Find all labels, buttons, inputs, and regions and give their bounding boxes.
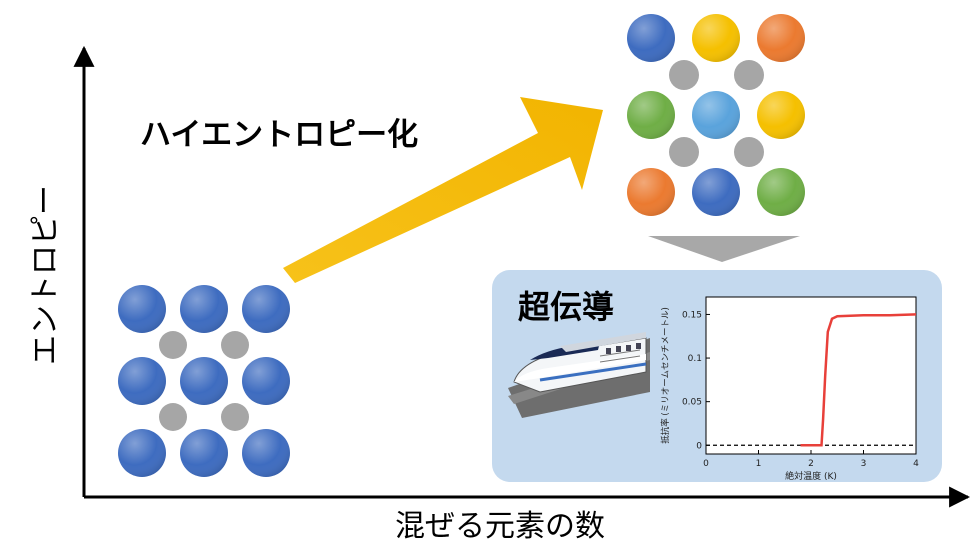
atom-shading bbox=[242, 357, 290, 405]
y-tick-label: 0 bbox=[696, 441, 702, 451]
gray-atom bbox=[734, 60, 764, 90]
atom-shading bbox=[242, 285, 290, 333]
x-tick-label: 2 bbox=[808, 459, 814, 469]
gray-atom bbox=[221, 403, 249, 431]
resistivity-chart: 0 1 2 3 4 0 0.05 0.1 0.15 絶対温度 (K) 抵抗率 (ミリオームセンチメー… bbox=[660, 296, 919, 482]
atom-shading bbox=[180, 285, 228, 333]
atom-shading bbox=[757, 14, 805, 62]
entropy-increase-arrow bbox=[283, 97, 603, 283]
chart-x-label: 絶対温度 (K) bbox=[785, 470, 837, 482]
x-axis-label: 混ぜる元素の数 bbox=[395, 509, 605, 544]
y-tick-label: 0.05 bbox=[682, 398, 702, 408]
y-tick-label: 0.1 bbox=[688, 354, 702, 364]
high-entropy-lattice bbox=[627, 14, 805, 216]
x-tick-label: 1 bbox=[756, 459, 762, 469]
atom-shading bbox=[118, 285, 166, 333]
atom-shading bbox=[180, 357, 228, 405]
atom-shading bbox=[692, 14, 740, 62]
gray-atom bbox=[159, 403, 187, 431]
atom-shading bbox=[242, 429, 290, 477]
gray-atom bbox=[159, 331, 187, 359]
atom-shading bbox=[118, 357, 166, 405]
atom-shading bbox=[757, 168, 805, 216]
x-tick-label: 4 bbox=[913, 459, 919, 469]
atom-shading bbox=[692, 168, 740, 216]
atom-shading bbox=[757, 91, 805, 139]
x-tick-label: 0 bbox=[703, 459, 709, 469]
atom-shading bbox=[627, 91, 675, 139]
low-entropy-lattice bbox=[118, 285, 290, 477]
atom-shading bbox=[118, 429, 166, 477]
atom-shading bbox=[627, 14, 675, 62]
gray-atom bbox=[669, 60, 699, 90]
maglev-train-icon bbox=[508, 332, 650, 418]
atom-shading bbox=[627, 168, 675, 216]
atom-shading bbox=[692, 91, 740, 139]
gray-atom bbox=[734, 137, 764, 167]
y-axis-label: エントロピー bbox=[28, 185, 63, 365]
gray-atom bbox=[221, 331, 249, 359]
down-triangle-arrow bbox=[648, 236, 800, 262]
x-tick-label: 3 bbox=[861, 459, 867, 469]
arrow-label: ハイエントロピー化 bbox=[140, 117, 418, 153]
atom-shading bbox=[180, 429, 228, 477]
chart-y-label: 抵抗率 (ミリオームセンチメートル) bbox=[660, 307, 671, 444]
y-tick-label: 0.15 bbox=[682, 310, 702, 320]
chart-frame bbox=[705, 296, 917, 455]
gray-atom bbox=[669, 137, 699, 167]
panel-title: 超伝導 bbox=[518, 288, 614, 326]
resistivity-curve bbox=[800, 313, 917, 447]
